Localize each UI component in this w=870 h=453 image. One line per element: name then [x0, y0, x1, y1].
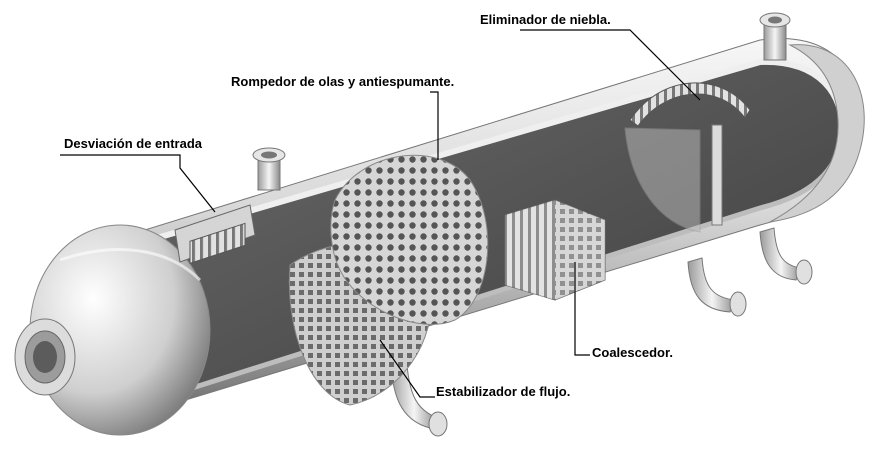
leader-inlet-diverter — [60, 154, 216, 213]
label-inlet-diverter: Desviación de entrada — [64, 136, 202, 151]
leader-flow-stabilizer — [379, 339, 435, 398]
vessel-head-left — [29, 224, 211, 436]
leader-mist-eliminator — [520, 29, 701, 101]
label-mist-eliminator: Eliminador de niebla. — [480, 12, 611, 27]
leader-lines — [60, 29, 701, 398]
coalescer — [504, 199, 606, 301]
label-wave-breaker: Rompedor de olas y antiespumante. — [231, 74, 455, 89]
label-flow-stabilizer: Estabilizador de flujo. — [436, 384, 571, 399]
inlet-diverter — [174, 204, 256, 264]
wave-breaker — [330, 154, 489, 325]
label-coalescer: Coalescedor. — [592, 345, 673, 360]
leader-coalescer — [574, 262, 590, 356]
top-nozzles — [252, 12, 791, 191]
inlet-nozzle — [14, 318, 76, 396]
leader-wave-breaker — [430, 91, 439, 160]
mist-eliminator — [624, 82, 751, 233]
vessel-head-right — [769, 44, 865, 223]
